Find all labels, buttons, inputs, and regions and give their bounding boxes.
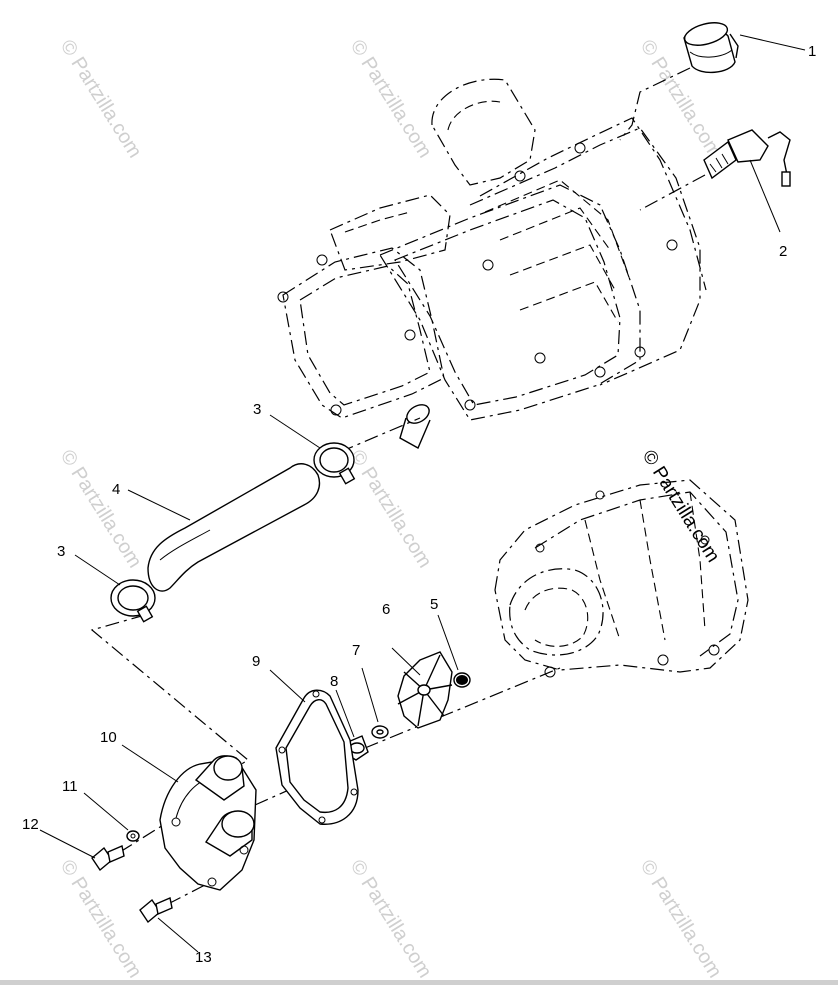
callout-9: 9 [252, 653, 260, 670]
callout-3-lower: 3 [57, 543, 65, 560]
callout-5: 5 [430, 596, 438, 613]
cover-bolt-lower [139, 897, 173, 924]
temperature-sensor [703, 129, 791, 187]
coolant-hose [147, 463, 321, 592]
callout-10: 10 [100, 729, 117, 746]
water-pump-impeller [397, 651, 453, 729]
callout-2: 2 [779, 243, 787, 260]
thermostat-housing [683, 22, 739, 73]
watermark-main: © Partzilla.com [638, 447, 724, 567]
hose-clamp-lower [110, 579, 156, 623]
leader-lines [39, 34, 806, 953]
callout-11: 11 [62, 778, 78, 795]
callout-7: 7 [352, 642, 360, 659]
crankcase-assembly [494, 479, 749, 678]
bottom-edge-bar [0, 980, 838, 985]
cylinder-head-assembly [277, 78, 707, 449]
washer [371, 725, 389, 739]
callout-13: 13 [195, 949, 212, 966]
watermark-text: © Partzilla.com [346, 856, 436, 982]
assembly-lines [90, 67, 706, 905]
watermark-text: © Partzilla.com [56, 856, 146, 982]
callout-6: 6 [382, 601, 390, 618]
hose-clamp-upper [313, 442, 356, 485]
water-pump-gasket [275, 689, 359, 825]
callout-1: 1 [808, 43, 816, 60]
watermark-text: © Partzilla.com [346, 446, 436, 572]
callout-4: 4 [112, 481, 120, 498]
water-pump-seal [453, 672, 471, 688]
bolt-washer [126, 830, 140, 842]
callout-12: 12 [22, 816, 39, 833]
watermark-text: © Partzilla.com [56, 36, 146, 162]
watermark-text: © Partzilla.com [56, 446, 146, 572]
callout-labels: 1 2 3 3 4 5 6 7 8 9 10 11 12 13 [22, 43, 816, 966]
callout-8: 8 [330, 673, 338, 690]
watermark-layer: © Partzilla.com © Partzilla.com © Partzi… [56, 36, 726, 982]
watermark-text: © Partzilla.com [346, 36, 436, 162]
watermark-text: © Partzilla.com [636, 856, 726, 982]
callout-3-upper: 3 [253, 401, 261, 418]
water-pump-cover [159, 755, 257, 891]
cover-bolt-upper [91, 845, 125, 872]
